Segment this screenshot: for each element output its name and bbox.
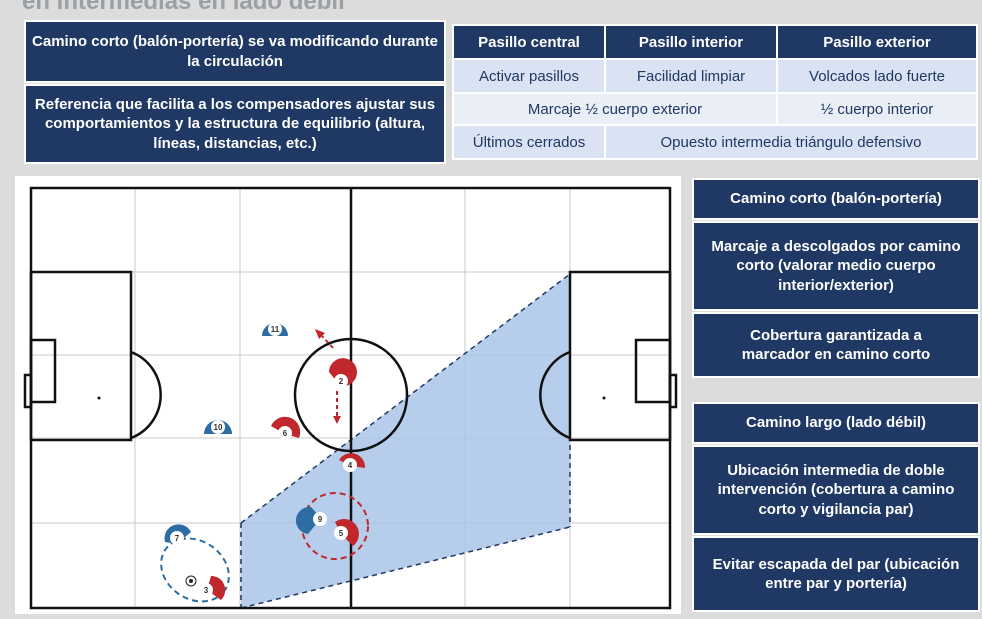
table-row: Activar pasillos Facilidad limpiar Volca… [452,58,978,94]
info-box-reference-text: Referencia que facilita a los compensado… [34,95,436,152]
pitch-panel: 11 10 9 7 2 6 [15,176,681,614]
player-blue-10: 10 [204,420,232,434]
player-number: 7 [175,534,180,543]
short-path-cover-box: Cobertura garantizada a marcador en cami… [692,312,980,378]
coverage-ellipse [160,537,230,603]
player-red-6: 6 [271,416,301,440]
movement-arrow [315,329,341,424]
pitch-diagram: 11 10 9 7 2 6 [23,186,678,610]
player-number: 11 [271,325,280,334]
penalty-spot [97,396,101,400]
table-cell: Opuesto intermedia triángulo defensivo [604,124,978,160]
corridor-table: Pasillo central Pasillo interior Pasillo… [452,24,978,160]
penalty-spot [602,396,606,400]
weak-side-zone [241,274,570,608]
table-cell: Facilidad limpiar [604,58,778,94]
player-red-3: 3 [199,575,226,600]
player-red-4: 4 [339,453,366,472]
player-number: 3 [204,586,209,595]
long-path-escape-text: Evitar escapada del par (ubicación entre… [712,555,960,593]
ball-icon [185,575,197,587]
player-number: 6 [283,429,288,438]
player-number: 9 [318,515,323,524]
long-path-title-box: Camino largo (lado débil) [692,402,980,444]
player-number: 2 [339,377,344,386]
info-box-short-path-text: Camino corto (balón-portería) se va modi… [32,33,438,70]
pitch-lines [23,186,678,610]
info-box-short-path: Camino corto (balón-portería) se va modi… [24,20,446,83]
long-path-title: Camino largo (lado débil) [745,414,926,432]
player-number: 4 [348,461,353,470]
long-path-position-text: Ubicación intermedia de doble intervenci… [717,461,955,518]
short-path-title-box: Camino corto (balón-portería) [692,178,980,220]
table-header-row: Pasillo central Pasillo interior Pasillo… [452,24,978,60]
short-path-marking-text: Marcaje a descolgados por camino corto (… [711,237,961,294]
header-cell-central: Pasillo central [452,24,606,60]
table-cell: Últimos cerrados [452,124,606,160]
short-path-title: Camino corto (balón-portería) [730,190,942,208]
table-cell: ½ cuerpo interior [776,92,978,126]
player-number: 5 [339,529,344,538]
player-number: 10 [214,423,223,432]
zone-edge-line [240,273,571,524]
table-cell: Marcaje ½ cuerpo exterior [452,92,778,126]
short-path-marking-box: Marcaje a descolgados por camino corto (… [692,221,980,311]
long-path-position-box: Ubicación intermedia de doble intervenci… [692,445,980,535]
player-red-2: 2 [329,358,357,388]
player-blue-9: 9 [295,506,327,534]
table-row: Marcaje ½ cuerpo exterior ½ cuerpo inter… [452,92,978,126]
zone-edge-line [240,526,571,609]
player-blue-11: 11 [262,322,288,336]
player-blue-7: 7 [164,524,191,545]
table-cell: Activar pasillos [452,58,606,94]
table-cell: Volcados lado fuerte [776,58,978,94]
header-cell-interior: Pasillo interior [604,24,778,60]
table-row: Últimos cerrados Opuesto intermedia triá… [452,124,978,160]
header-cell-exterior: Pasillo exterior [776,24,978,60]
player-red-5: 5 [334,519,359,546]
long-path-escape-box: Evitar escapada del par (ubicación entre… [692,536,980,612]
short-path-cover-text: Cobertura garantizada a marcador en cami… [741,326,931,364]
info-box-reference: Referencia que facilita a los compensado… [24,84,446,164]
page-title: en intermedias en lado débil [22,0,345,15]
